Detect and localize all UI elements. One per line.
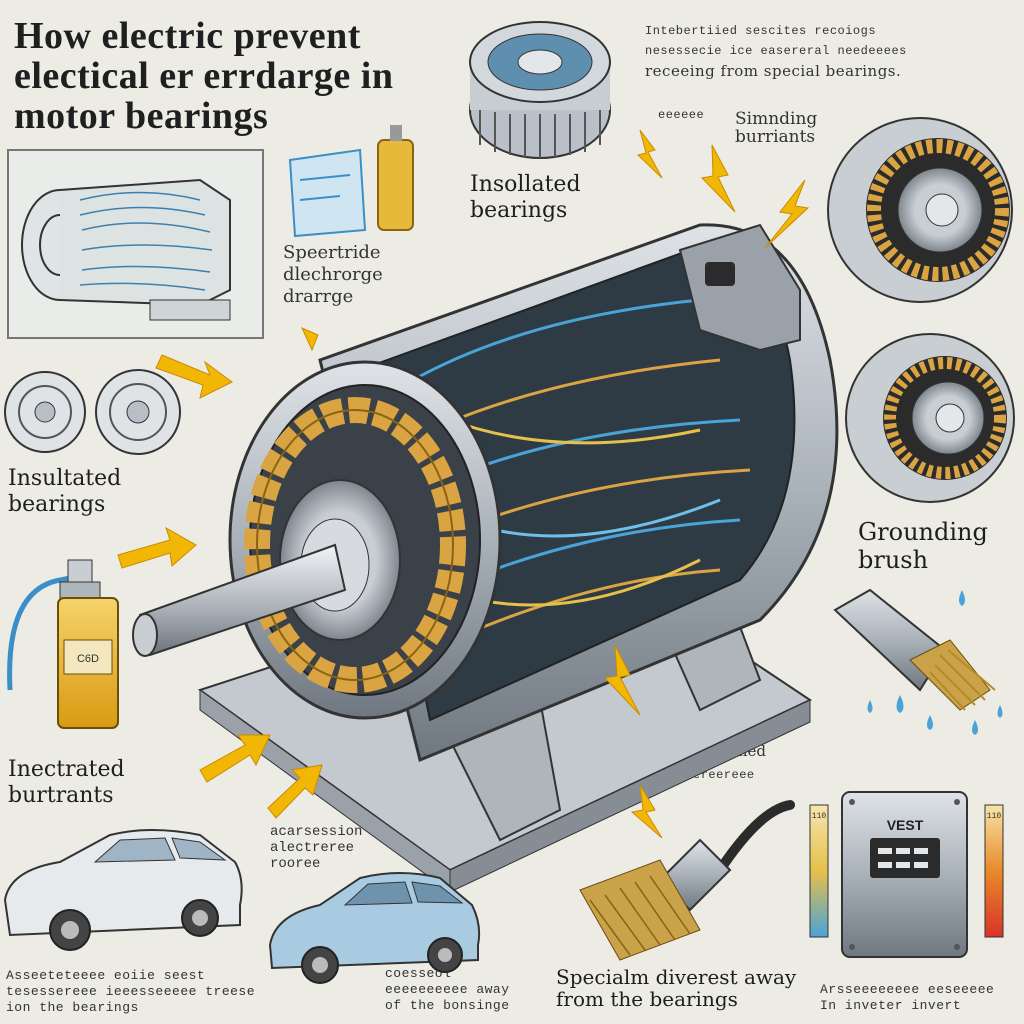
top-caption-line1: Intebertiied sescites recoiogs: [645, 24, 877, 38]
lightning-bolts: [603, 129, 810, 839]
arrow-4: [267, 764, 323, 819]
bearing-left-2: [95, 369, 181, 455]
caption-bottom-right: Arsseeeeeeee eeseeeee In inveter invert: [820, 982, 995, 1013]
bearing-right-top: [827, 117, 1013, 303]
gauge-right-top: 110: [987, 812, 1002, 821]
car-left: [3, 829, 243, 951]
vfd-label: VEST: [887, 817, 924, 833]
bottle-label: C6D: [77, 653, 99, 665]
motor-sketch-panel: [7, 149, 264, 339]
main-motor: [132, 223, 839, 893]
insulated-bearing-top: [469, 21, 611, 159]
label-standing-burriants: Simnding burriants: [735, 109, 818, 147]
top-caption-line3: receeing from special bearings.: [645, 62, 902, 80]
label-grounding-brush: Grounding brush: [858, 518, 988, 574]
top-caption: Intebertiied sescites recoiogs nesesseci…: [645, 24, 1005, 80]
label-acarsession: acarsession alectreree rooree: [270, 824, 363, 872]
arrow-5: [301, 327, 319, 352]
gauge-left-top: 110: [812, 812, 827, 821]
bolt-1: [637, 129, 663, 179]
bolt-2: [700, 144, 736, 213]
label-insulated-bearings-left: Insultated bearings: [8, 466, 122, 517]
bottom-brush: [579, 800, 795, 961]
arrows: [117, 327, 323, 819]
caption-bottom-mid: coesseol eeeeeeeeee away of the bonsinge: [385, 966, 510, 1013]
label-simodied-sub: ereereee: [693, 768, 755, 782]
grounding-brush-tool: [833, 588, 1003, 735]
small-tag: eeeeee: [658, 108, 705, 122]
label-specialm: Specialm diverest away from the bearings: [556, 965, 797, 1011]
bolt-4: [603, 644, 641, 716]
caption-bottom-left: Asseeteteeee eoiie seest tesessereee iee…: [6, 968, 256, 1015]
inverter-vfd: VEST: [841, 791, 968, 958]
bolt-3: [764, 179, 810, 249]
label-insulated-bearings-top: Insollated bearings: [470, 172, 581, 223]
bearing-left-1: [4, 371, 86, 453]
page-title: How electric prevent electical er errdar…: [14, 15, 394, 137]
arrow-3: [199, 734, 271, 783]
gauge-left: 110: [809, 804, 829, 938]
gauge-right: 110: [984, 804, 1004, 938]
discharge-sketch-icon: [288, 125, 414, 238]
lubricant-bottle: C6D: [7, 559, 119, 729]
top-caption-line2: nesessecie ice easereral needeeees: [645, 44, 907, 58]
label-inectrated-burtrants: Inectrated burtrants: [8, 757, 125, 808]
arrow-2: [117, 526, 197, 569]
arrow-1: [155, 354, 233, 399]
bearing-right-mid: [845, 333, 1015, 503]
label-discharge: Speertride dlechrorge drarrge: [283, 242, 383, 307]
bolt-5: [630, 784, 663, 839]
label-simodied: Simodlied: [690, 742, 767, 760]
